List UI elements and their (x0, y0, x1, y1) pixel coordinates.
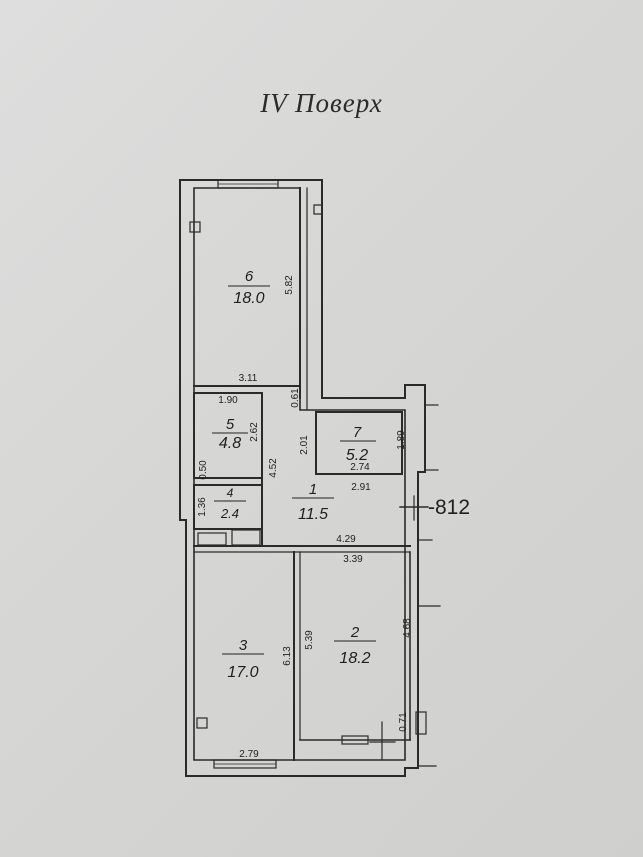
level-mark: -812 (428, 496, 470, 519)
room-7-walls (315, 411, 403, 475)
dim-2-79: 2.79 (239, 749, 259, 760)
room-7-number: 7 (353, 424, 362, 441)
room-5-area: 4.8 (219, 435, 241, 452)
dim-0-71: 0.71 (398, 712, 409, 732)
dim-1-36: 1.36 (197, 497, 208, 517)
room-4-area: 2.4 (220, 506, 239, 521)
dim-4-52: 4.52 (268, 458, 279, 478)
dim-3-11: 3.11 (239, 373, 258, 384)
room-6-number: 6 (245, 268, 254, 285)
room-5-walls (193, 392, 263, 479)
room-1-number: 1 (309, 481, 317, 498)
dim-0-50: 0.50 (198, 460, 209, 480)
dim-5-82: 5.82 (284, 275, 295, 295)
room-3-number: 3 (239, 637, 248, 654)
room-3-area: 17.0 (227, 664, 258, 681)
dim-2-74: 2.74 (350, 462, 370, 473)
dim-2-91: 2.91 (351, 482, 371, 493)
room-2-number: 2 (350, 624, 360, 641)
dim-0-61: 0.61 (290, 388, 301, 408)
room-7-area: 5.2 (346, 447, 368, 464)
room-5-number: 5 (226, 416, 235, 433)
room-6-area: 18.0 (233, 290, 264, 307)
dim-2-01: 2.01 (299, 435, 310, 455)
room-2-area: 18.2 (339, 650, 370, 667)
dim-4-29: 4.29 (336, 534, 356, 545)
dim-1-90: 1.90 (218, 395, 238, 406)
dim-2-62: 2.62 (249, 422, 260, 442)
dim-5-39: 5.39 (304, 630, 315, 650)
floor-title: IV Поверх (260, 88, 383, 118)
outer-wall-outer-line (179, 179, 426, 777)
dim-6-13: 6.13 (282, 646, 293, 666)
room-4-number: 4 (227, 486, 234, 500)
dim-3-39: 3.39 (343, 554, 363, 565)
room-1-area: 11.5 (298, 506, 328, 523)
dim-4-68: 4.68 (402, 618, 413, 638)
dim-1-89: 1.89 (396, 430, 407, 450)
